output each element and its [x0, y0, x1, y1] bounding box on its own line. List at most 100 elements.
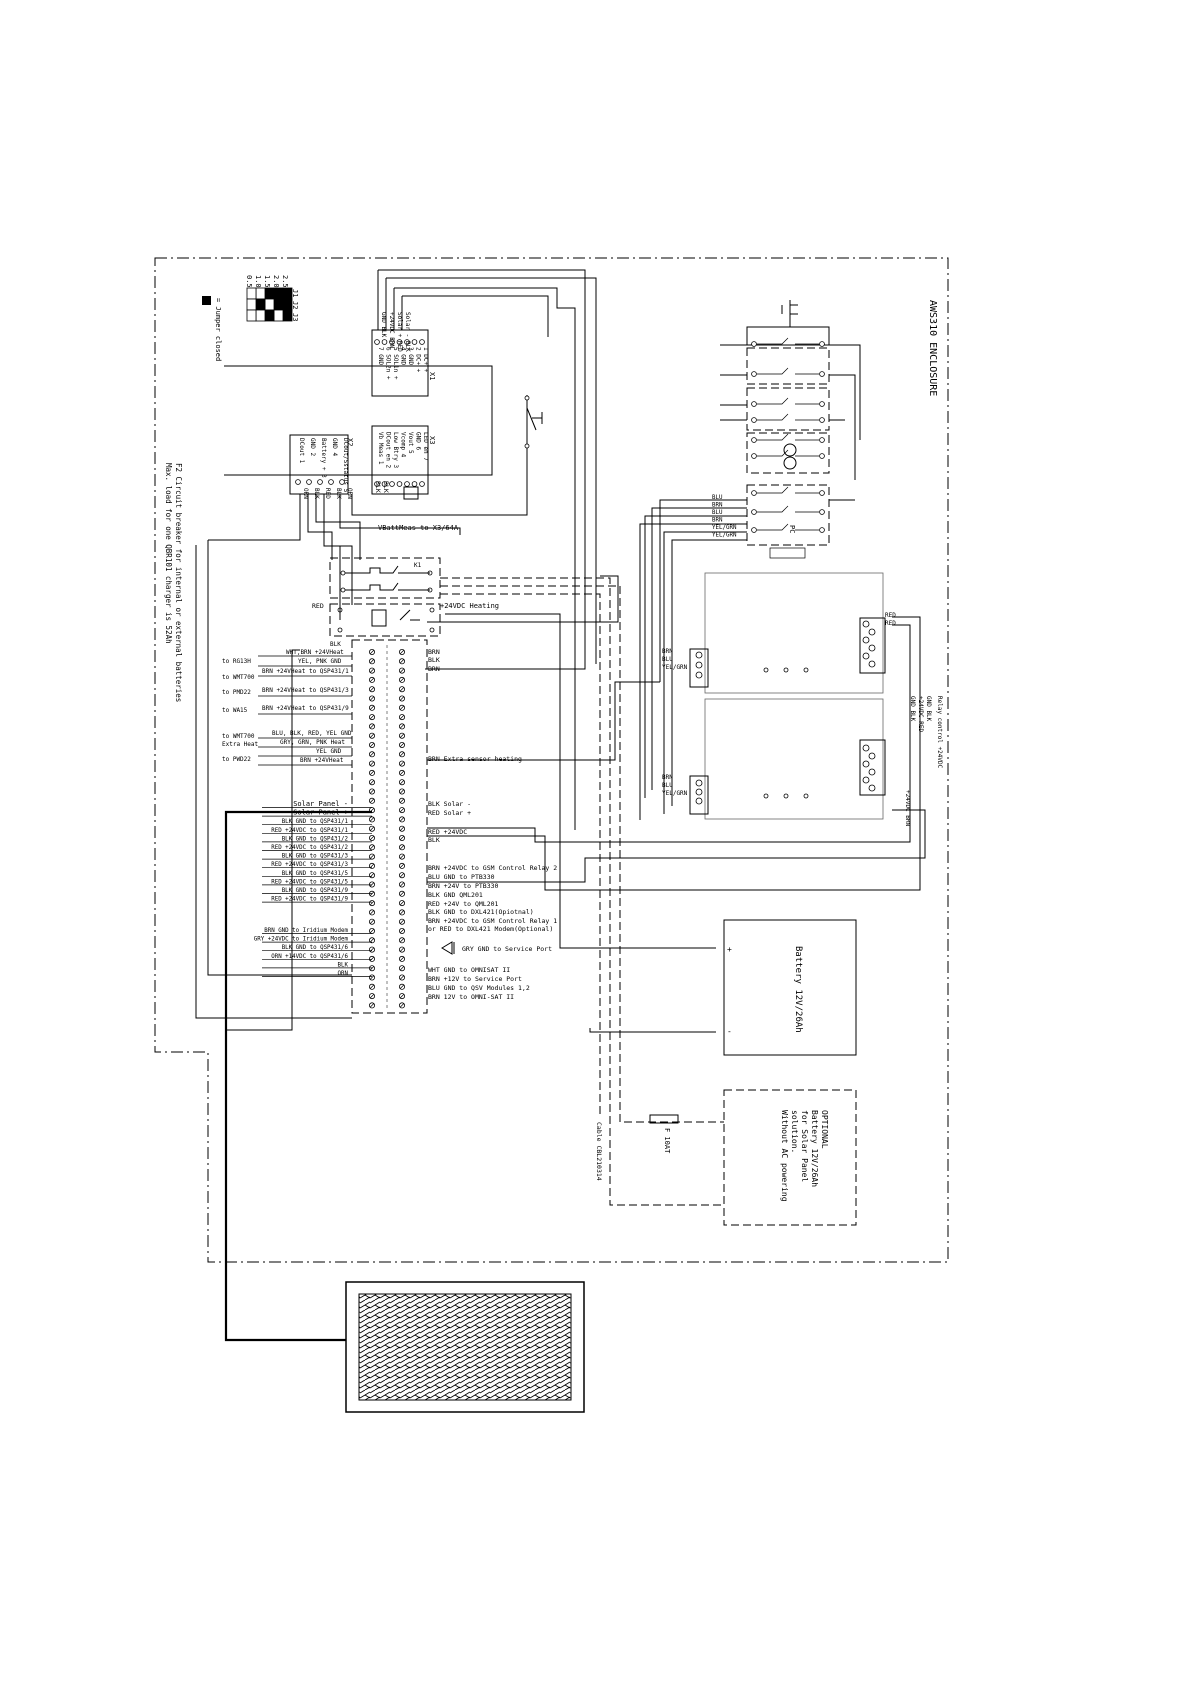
x2-pin — [317, 479, 323, 485]
x2-pin — [295, 479, 301, 485]
terminal-left-lower-label: BLK GND to QSP431/6 — [282, 945, 349, 951]
psu-mid-label: +24VDC RED — [917, 696, 924, 733]
terminal-left-label: Solar Panel - — [293, 800, 348, 808]
x3-pin-label: Vout 5 — [407, 432, 414, 454]
x3-pin-label: GND 6 — [415, 432, 422, 450]
psu-lower — [689, 698, 886, 820]
psu-output-terminal — [868, 628, 876, 636]
sensor-wmt700: to WMT700 — [222, 674, 255, 681]
switch-symbol — [524, 395, 543, 450]
heat-g: GRY, GRN, PNK Heat — [280, 739, 345, 746]
sensor-pwd: to PWD22 — [222, 756, 251, 763]
x2-wire-label: BLK — [335, 488, 342, 499]
fuse-label: F 10AT — [663, 1128, 671, 1154]
terminal-left-label: RED +24VDC to QSP431/1 — [271, 828, 348, 834]
battery-label: Battery 12V/26Ah — [793, 946, 803, 1033]
psu-red-out-label: RED — [885, 612, 896, 619]
mains-terminal — [819, 417, 825, 423]
jumper-legend-swatch — [202, 296, 211, 305]
jumper-current-4: 0.5A — [245, 275, 253, 293]
x1-pin-label: 7 GND — [377, 347, 384, 365]
x1-pin — [381, 339, 388, 345]
mains-terminal — [819, 437, 825, 443]
x1-title: X1 — [428, 372, 436, 380]
psu-terminals — [695, 620, 876, 805]
solar-cable — [224, 810, 372, 1342]
x1-pin-label: 4 GND — [400, 347, 407, 365]
terminal-right-label: RED Solar + — [428, 809, 471, 817]
terminal-left-labels: Solar Panel -Solar Panel +BLK GND to QSP… — [262, 800, 372, 903]
terminal-strip — [351, 639, 428, 1014]
terminal-left-label: BLK GND to QSP431/2 — [282, 836, 348, 842]
mains-wire-label: BLU — [712, 495, 723, 501]
jumper-cell — [282, 287, 293, 300]
heat-d: BRN +24VHeat to QSP431/3 — [262, 687, 349, 694]
sensor-rg13h: to RG13H — [222, 658, 251, 665]
x1-pin — [396, 339, 403, 345]
terminal-right-label: WHT GND to OMNISAT II — [428, 966, 510, 974]
mains-terminal — [751, 490, 757, 496]
x1-wire-label: Solar + RED — [396, 312, 403, 352]
heat-b: YEL, PNK GND — [298, 658, 342, 665]
terminal-right-top-label: BLK — [428, 656, 440, 664]
mains-terminal — [751, 509, 757, 515]
mains-terminal — [819, 401, 825, 407]
heat-e: BRN +24VHeat to QSP431/9 — [262, 705, 349, 712]
jumper-cell — [246, 309, 257, 322]
x1-pin-label: 1 DC+ + — [422, 347, 429, 373]
x3-resistor — [403, 486, 419, 500]
mains-wire-label: YEL/GRN — [712, 525, 737, 531]
x2-pin — [306, 479, 312, 485]
service-port-symbol — [441, 941, 455, 955]
x2-wire-label: RED — [324, 488, 331, 499]
battery — [723, 919, 857, 1056]
terminal-left-lower-label: ORN — [338, 971, 349, 977]
mains-terminal — [751, 401, 757, 407]
x2-pin-label: DCout 1 — [298, 438, 305, 464]
jumper-label-j3: J3 — [291, 313, 299, 321]
psu-mid-label: GND BLK — [909, 696, 916, 722]
mains-terminal — [819, 453, 825, 459]
sensor-lines — [258, 655, 352, 766]
breaker-note-2: Max. load for one QBR101 charger is 52Ah — [164, 463, 173, 644]
blk-top: BLK — [330, 641, 341, 648]
mains-wire-label: BRN — [712, 518, 723, 524]
jumper-label-j1: J1 — [291, 289, 299, 297]
jumper-table: 2.5A 2.0A 1.5A 1.0A 0.5A J1 J2 J3 = Jump… — [202, 275, 299, 361]
mains-terminal — [819, 509, 825, 515]
psu-bottom-wire-label: BRN — [662, 774, 673, 781]
optional-battery-line: OPTIONAL — [820, 1110, 829, 1149]
psu-output-terminal — [868, 784, 876, 792]
psu-input-terminal — [695, 797, 703, 805]
battery-minus: - — [727, 1027, 732, 1036]
left-bundle — [195, 540, 352, 1031]
x3-pin-label: DCout en 2 — [385, 432, 392, 469]
optional-battery-line: Without AC powering — [780, 1110, 789, 1202]
jumper-cell — [273, 287, 284, 300]
jumper-current-0: 2.5A — [281, 275, 289, 293]
psu-top-wire-label: BLU — [662, 656, 673, 663]
terminal-strip-pins — [368, 645, 405, 1010]
red-label: RED — [312, 602, 324, 610]
psu-red-out-label: RED — [885, 620, 896, 627]
x1-pin — [389, 339, 395, 345]
terminal-left-label: RED +24VDC to QSP431/3 — [271, 862, 348, 868]
heat-a: WHT,BRN +24VHeat — [286, 649, 344, 656]
mains-breaker-stack — [746, 300, 830, 559]
x3-pin-label: LED en 7 — [422, 432, 429, 461]
jumper-current-3: 1.0A — [254, 275, 262, 293]
psu-input-terminal — [695, 671, 703, 679]
psu-mid-label: GND BLK — [925, 696, 932, 722]
terminal-right-top-label: BRN — [428, 665, 440, 673]
psu-top-wire-label: BRN — [662, 648, 673, 655]
terminal-left-label: RED +24VDC to QSP431/5 — [271, 879, 348, 885]
psu-output-terminal — [862, 636, 870, 644]
psu-output-terminal — [862, 776, 870, 784]
mains-terminal — [751, 437, 757, 443]
terminal-right-label: RED +24V to QML201 — [428, 900, 499, 908]
x2-title: X2 — [346, 438, 354, 446]
